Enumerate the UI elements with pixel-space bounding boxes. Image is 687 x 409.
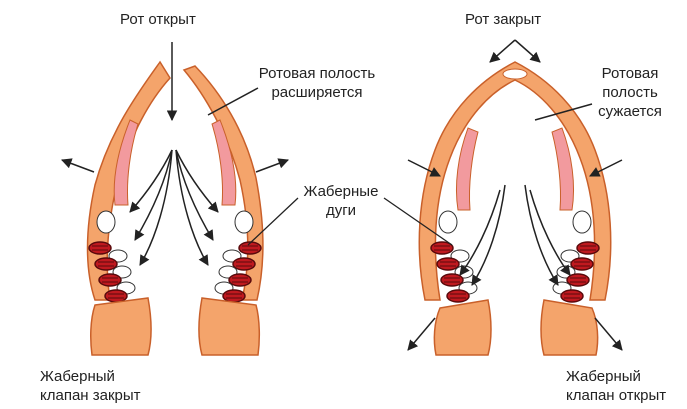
label-valve-open: Жаберный клапан открыт: [566, 367, 666, 405]
label-cavity-narrows: Ротовая полость сужается: [588, 64, 672, 121]
label-valve-closed-line2: клапан закрыт: [40, 386, 141, 405]
left-head-open: [88, 62, 263, 355]
left-valve-block-r: [199, 298, 259, 355]
label-gill-arches-line1: Жаберные: [296, 182, 386, 201]
right-head-closed: [419, 62, 610, 355]
label-cavity-narrows-line1: Ротовая: [588, 64, 672, 83]
label-mouth-closed: Рот закрыт: [465, 10, 541, 29]
label-cavity-narrows-line2: полость: [588, 83, 672, 102]
label-mouth-open: Рот открыт: [120, 10, 196, 29]
label-valve-open-line2: клапан открыт: [566, 386, 666, 405]
right-valve-block-l: [434, 300, 491, 355]
right-nasal-opening: [503, 69, 527, 79]
label-valve-open-line1: Жаберный: [566, 367, 666, 386]
label-valve-closed-line1: Жаберный: [40, 367, 141, 386]
label-cavity-narrows-line3: сужается: [588, 102, 672, 121]
right-pink-tissue-l: [456, 128, 478, 210]
label-gill-arches: Жаберные дуги: [296, 182, 386, 220]
left-valve-block-l: [91, 298, 151, 355]
right-pink-tissue-r: [552, 128, 574, 210]
label-valve-closed: Жаберный клапан закрыт: [40, 367, 141, 405]
label-cavity-expands: Ротовая полость расширяется: [253, 64, 381, 102]
label-cavity-expands-line1: Ротовая полость: [253, 64, 381, 83]
label-gill-arches-line2: дуги: [296, 201, 386, 220]
right-valve-block-r: [541, 300, 598, 355]
label-cavity-expands-line2: расширяется: [253, 83, 381, 102]
